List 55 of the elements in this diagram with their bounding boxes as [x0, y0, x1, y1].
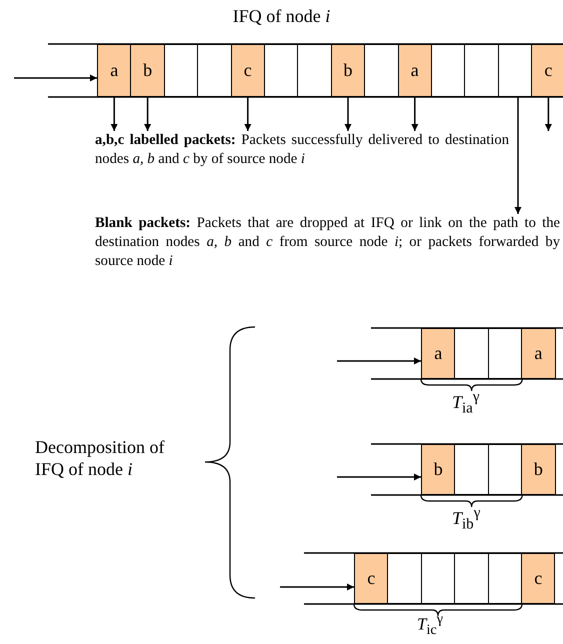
- labelled-packet-cell: [421, 444, 456, 495]
- empty-packet-cell: [464, 44, 499, 97]
- arrow: [337, 358, 421, 364]
- arrow: [337, 474, 421, 480]
- labelled-packet-cell: [421, 328, 456, 379]
- packet-label: c: [244, 60, 252, 81]
- labelled-packet-cell: [130, 44, 165, 97]
- empty-packet-cell: [364, 44, 399, 97]
- packet-label: c: [534, 568, 542, 589]
- labelled-packet-cell: [521, 328, 556, 379]
- labelled-packet-cell: [354, 553, 388, 604]
- arrow: [514, 97, 522, 214]
- labelled-packet-cell: [521, 553, 556, 604]
- group-label: Decomposition of IFQ of node i: [35, 437, 166, 480]
- packet-label: a: [110, 60, 118, 81]
- empty-packet-cell: [488, 444, 522, 495]
- packet-label: b: [143, 60, 152, 81]
- arrow: [344, 97, 352, 131]
- packet-label: b: [434, 459, 443, 480]
- diagram-title: IFQ of node i: [232, 6, 332, 27]
- arrow: [110, 97, 118, 131]
- packet-label: a: [434, 343, 442, 364]
- packet-label: c: [544, 60, 552, 81]
- packet-label: a: [534, 343, 542, 364]
- packet-label: c: [367, 568, 376, 589]
- empty-packet-cell: [488, 553, 522, 604]
- labelled-packet-cell: [330, 44, 366, 97]
- arrow: [280, 584, 354, 590]
- labelled-packet-cell: [230, 44, 265, 97]
- empty-packet-cell: [264, 44, 298, 97]
- labelled-packet-cell: [398, 44, 432, 97]
- empty-packet-cell: [454, 328, 489, 379]
- empty-packet-cell: [431, 44, 466, 97]
- empty-packet-cell: [498, 44, 532, 97]
- labelled-packet-cell: [97, 44, 132, 97]
- empty-packet-cell: [488, 328, 522, 379]
- empty-packet-cell: [164, 44, 198, 97]
- packet-label: b: [534, 459, 543, 480]
- arrow: [244, 97, 252, 131]
- empty-packet-cell: [454, 444, 489, 495]
- description-text: Blank packets: Packets that are dropped at IFQ or link on the path to the destination nodes a, b and c from source node i; or packets forwarded by source node i: [95, 214, 560, 271]
- arrow: [14, 74, 97, 82]
- description-text: a,b,c labelled packets: Packets successfully delivered to destination nodes a, b and c by of source node i: [95, 131, 509, 169]
- packet-label: b: [343, 60, 352, 81]
- arrow: [544, 97, 552, 131]
- labelled-packet-cell: [531, 44, 563, 97]
- packet-label: a: [410, 60, 419, 81]
- empty-packet-cell: [420, 553, 456, 604]
- empty-packet-cell: [387, 553, 422, 604]
- empty-packet-cell: [297, 44, 332, 97]
- arrow: [411, 97, 418, 131]
- arrow: [144, 97, 152, 131]
- empty-packet-cell: [454, 553, 489, 604]
- empty-packet-cell: [197, 44, 232, 97]
- labelled-packet-cell: [521, 444, 556, 495]
